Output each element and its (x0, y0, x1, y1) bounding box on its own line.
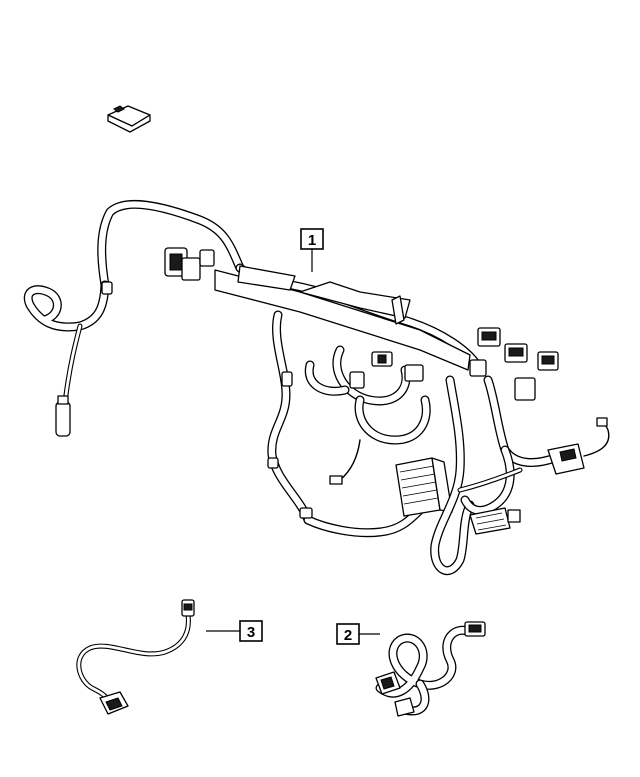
callout-3: 3 (206, 620, 263, 642)
jumper-harness-part-2 (375, 621, 486, 717)
fuse-clip-part (107, 105, 151, 133)
callout-2: 2 (336, 623, 380, 645)
callout-2-label: 2 (344, 627, 352, 644)
instrument-panel-harness (23, 199, 610, 576)
callout-3-label: 3 (247, 624, 255, 641)
callout-1-label: 1 (308, 232, 316, 249)
jumper-harness-part-3 (76, 599, 195, 715)
callout-1: 1 (300, 228, 324, 272)
